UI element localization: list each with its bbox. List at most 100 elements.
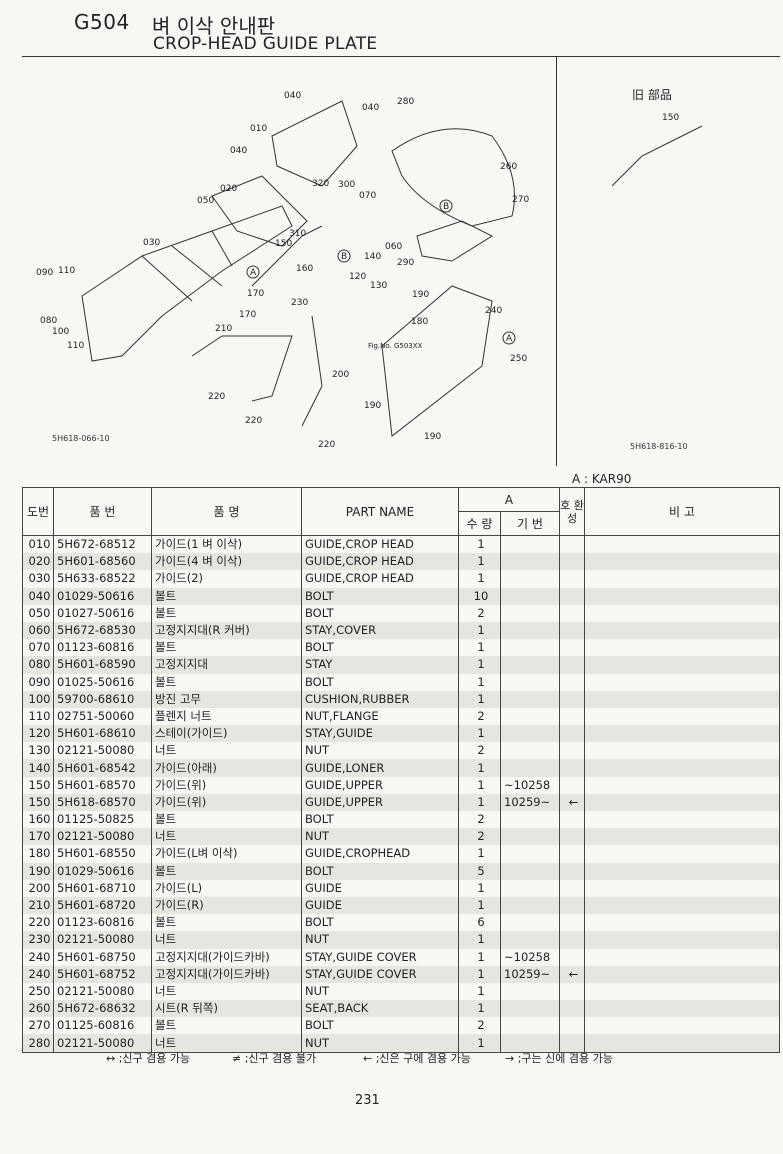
row-name-ko: 고정지지대 — [151, 656, 302, 674]
row-serial — [500, 896, 560, 915]
row-no: 010 — [22, 535, 54, 554]
row-serial — [500, 553, 560, 571]
col-header-compat: 호 환 성 — [559, 487, 585, 536]
row-qty: 1 — [458, 793, 501, 811]
row-name-ko: 너트 — [151, 742, 302, 760]
figure-code-left: 5H618-066-10 — [52, 434, 110, 443]
row-remarks — [584, 931, 780, 949]
row-name-en: NUT — [301, 982, 459, 1001]
callout: 120 — [349, 272, 366, 282]
row-name-en: CUSHION,RUBBER — [301, 690, 459, 708]
row-compat — [559, 570, 585, 588]
row-remarks — [584, 535, 780, 554]
row-serial — [500, 914, 560, 932]
row-name-en: BOLT — [301, 1017, 459, 1035]
row-qty: 2 — [458, 828, 501, 846]
stay-290-shape — [416, 220, 494, 262]
row-remarks — [584, 742, 780, 760]
row-remarks — [584, 914, 780, 932]
legend-item: → ;구는 신에 겸용 가능 — [505, 1052, 613, 1065]
callout: 060 — [385, 242, 402, 252]
row-part-no: 01123-60816 — [53, 914, 152, 932]
row-name-ko: 볼트 — [151, 811, 302, 829]
row-part-no: 5H601-68590 — [53, 656, 152, 674]
callout: 290 — [397, 258, 414, 268]
row-name-en: BOLT — [301, 673, 459, 691]
callout: 030 — [143, 238, 160, 248]
row-compat — [559, 931, 585, 949]
row-serial — [500, 587, 560, 605]
callout: 170 — [247, 289, 264, 299]
row-name-en: STAY — [301, 656, 459, 674]
row-name-ko: 고정지지대(가이드카바) — [151, 965, 302, 983]
row-part-no: 02121-50080 — [53, 1034, 152, 1053]
col-header-group-a: A — [458, 487, 560, 512]
row-name-en: BOLT — [301, 811, 459, 829]
row-remarks — [584, 570, 780, 588]
row-compat — [559, 639, 585, 657]
callout: 220 — [318, 440, 335, 450]
row-serial — [500, 725, 560, 743]
row-no: 210 — [22, 896, 54, 915]
row-part-no: 5H618-68570 — [53, 793, 152, 811]
old-rod-150-shape — [611, 125, 703, 187]
row-name-en: GUIDE,CROP HEAD — [301, 553, 459, 571]
rod-210-shape — [191, 335, 293, 402]
row-remarks — [584, 639, 780, 657]
row-name-en: BOLT — [301, 587, 459, 605]
row-serial — [500, 828, 560, 846]
exploded-view-diagram: 040 040 280 010 040 260 320 300 020 050 … — [36, 91, 703, 450]
row-name-ko: 볼트 — [151, 639, 302, 657]
row-serial — [500, 621, 560, 640]
row-remarks — [584, 948, 780, 966]
col-header-part-no: 품 번 — [53, 487, 152, 536]
row-no: 260 — [22, 1000, 54, 1018]
legend-item: ← ;신은 구에 겸용 가능 — [363, 1052, 471, 1065]
row-remarks — [584, 896, 780, 915]
legend-item: ≠ ;신구 겸용 불가 — [232, 1052, 317, 1065]
callout: 190 — [364, 401, 381, 411]
row-compat — [559, 725, 585, 743]
row-qty: 1 — [458, 621, 501, 640]
row-qty: 2 — [458, 811, 501, 829]
row-part-no: 5H672-68530 — [53, 621, 152, 640]
row-remarks — [584, 776, 780, 794]
row-serial — [500, 604, 560, 622]
callout: 320 — [312, 179, 329, 189]
row-serial — [500, 759, 560, 777]
figure-code-right: 5H618-816-10 — [630, 442, 688, 451]
row-name-ko: 볼트 — [151, 604, 302, 622]
row-compat — [559, 553, 585, 571]
callout: 150 — [275, 239, 292, 249]
row-remarks — [584, 862, 780, 880]
row-remarks — [584, 1017, 780, 1035]
row-qty: 1 — [458, 982, 501, 1001]
row-serial — [500, 931, 560, 949]
row-qty: 1 — [458, 896, 501, 915]
circle-ref: B — [443, 202, 449, 212]
row-serial: ~10258 — [500, 776, 560, 794]
row-name-ko: 너트 — [151, 931, 302, 949]
row-qty: 1 — [458, 553, 501, 571]
callout: 250 — [510, 354, 527, 364]
col-header-serial: 기 번 — [500, 511, 560, 536]
callout: 230 — [291, 298, 308, 308]
row-no: 220 — [22, 914, 54, 932]
row-no: 280 — [22, 1034, 54, 1053]
row-part-no: 5H601-68750 — [53, 948, 152, 966]
row-remarks — [584, 707, 780, 726]
row-name-en: GUIDE,UPPER — [301, 793, 459, 811]
callout: 280 — [397, 97, 414, 107]
section-code: G504 — [74, 10, 130, 34]
row-part-no: 5H601-68710 — [53, 879, 152, 897]
callout: 180 — [411, 317, 428, 327]
row-compat — [559, 535, 585, 554]
callout: 080 — [40, 316, 57, 326]
row-compat — [559, 690, 585, 708]
